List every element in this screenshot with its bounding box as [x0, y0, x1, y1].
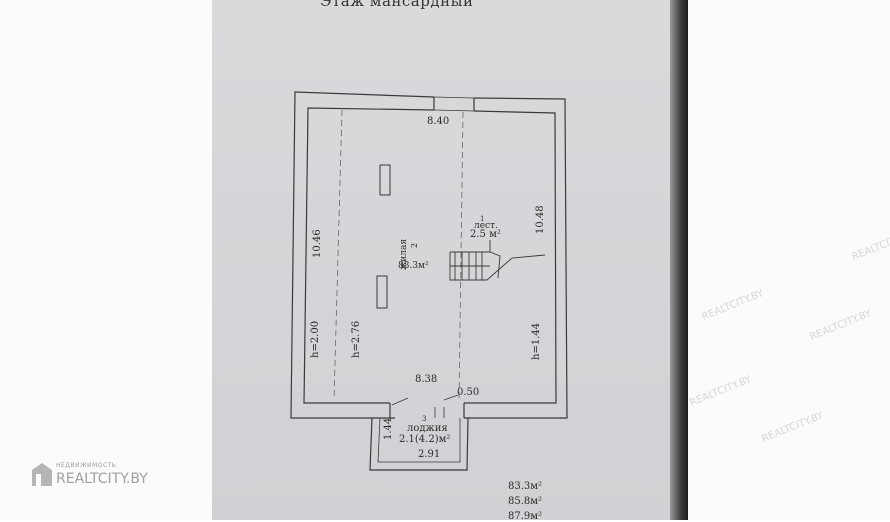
- dimension-bottom-width: 8.38: [415, 374, 438, 385]
- outer-wall-top-right: [464, 97, 568, 419]
- room-hall-number: 2: [410, 242, 419, 248]
- room-loggia-name: лоджия: [407, 423, 448, 434]
- skylight-lower: [376, 275, 388, 309]
- floor-plan-drawing: [290, 91, 568, 471]
- outer-wall-top-left: [290, 91, 435, 419]
- room-loggia-number: 3: [422, 415, 427, 423]
- ceiling-line-left: [333, 109, 343, 401]
- room-stair-name: лест.: [474, 221, 498, 231]
- dimension-right-height: h=1.44: [531, 322, 542, 360]
- page-title: Этаж мансардный: [320, 0, 474, 10]
- inner-wall-top-right: [464, 110, 557, 404]
- total-area-3: 87.9м²: [508, 511, 543, 522]
- room-stair-area: 2.5 м²: [470, 229, 501, 240]
- dimension-door-offset: 0.50: [457, 387, 480, 398]
- dimension-center-height: h=2.76: [351, 320, 362, 358]
- sheet-shadow-edge: [670, 0, 688, 520]
- room-hall-area-text: 83.3м²: [398, 261, 429, 271]
- dimension-left-height: h=2.00: [310, 320, 321, 358]
- room-loggia-area: 2.1(4.2)м²: [399, 434, 451, 445]
- dimension-left-length: 10.46: [312, 229, 323, 258]
- staircase: [449, 240, 546, 281]
- right-margin: [684, 0, 890, 520]
- logo-text: REALTCITY.BY: [56, 471, 148, 487]
- dimension-loggia-side: 1.44: [383, 417, 394, 440]
- house-logo-icon: [32, 463, 52, 486]
- room-stair-number: 1: [480, 215, 485, 223]
- plan-sheet: 8.40 10.46 10.48 h=2.00 h=2.76 h=1.44 8.…: [212, 0, 672, 522]
- inner-wall-top-left: [303, 107, 435, 404]
- ceiling-line-right: [458, 111, 464, 401]
- total-area-1: 83.3м²: [508, 481, 543, 492]
- dimension-right-length: 10.48: [535, 205, 546, 234]
- left-margin: [0, 0, 212, 520]
- dimension-top-width: 8.40: [427, 116, 450, 127]
- loggia-wall: [369, 417, 469, 471]
- dimension-loggia-width: 2.91: [418, 449, 441, 460]
- logo-subtitle: НЕДВИЖИМОСТЬ: [56, 462, 117, 469]
- total-area-2: 85.8м²: [508, 496, 543, 507]
- skylight-upper: [379, 164, 391, 196]
